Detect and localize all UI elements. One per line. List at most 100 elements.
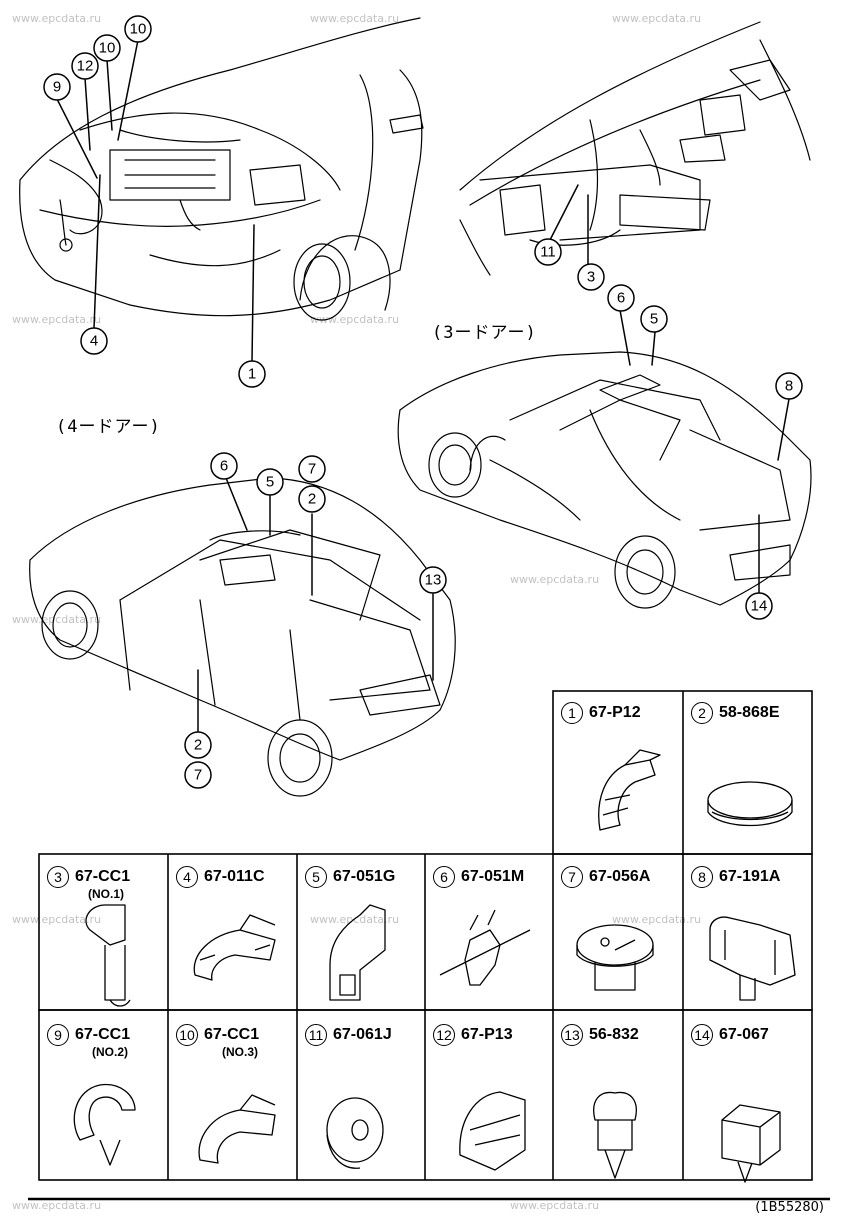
parts-table-grid [28, 690, 830, 1201]
clip-67-cc1-no3-illustration [198, 1094, 276, 1164]
clip-67-191a-illustration [709, 916, 796, 1001]
part-cell-1: 1 67-P12 [561, 702, 641, 724]
part-code: 67-P12 [589, 704, 641, 721]
part-number-3: 3 [47, 866, 69, 888]
part-code: 67-067 [719, 1026, 769, 1043]
clip-67-067-illustration [721, 1104, 781, 1183]
part-number-6: 6 [433, 866, 455, 888]
watermark: www.epcdata.ru [310, 12, 400, 25]
figure-code: (1B55280) [755, 1200, 824, 1215]
callout-label: 10 [99, 40, 116, 57]
part-cell-7: 7 67-056A [561, 866, 650, 888]
part-sub-10: (NO.3) [222, 1045, 258, 1059]
callout-label: 7 [308, 461, 316, 478]
callout-13 [419, 566, 447, 594]
callout-14 [745, 592, 773, 620]
part-code: 67-056A [589, 868, 651, 885]
callout-6 [607, 284, 635, 312]
callout-7 [298, 455, 326, 483]
watermark: www.epcdata.ru [612, 12, 702, 25]
clip-67-cc1-no1-illustration [85, 904, 131, 1007]
part-number-9: 9 [47, 1024, 69, 1046]
watermark: www.epcdata.ru [612, 913, 702, 926]
callout-label: 4 [90, 333, 98, 350]
callout-label: 9 [53, 79, 61, 96]
callout-1 [238, 360, 266, 388]
part-code: 67-051G [333, 868, 396, 885]
callout-11 [534, 238, 562, 266]
dashboard-drawing [459, 21, 811, 276]
callout-label: 14 [751, 598, 768, 615]
front-car-drawing [19, 17, 424, 321]
callout-label: 3 [587, 269, 595, 286]
leader-lines [56, 39, 790, 732]
clip-67-p12-illustration [598, 749, 661, 831]
watermark: www.epcdata.ru [12, 12, 102, 25]
callout-6 [210, 452, 238, 480]
callout-3 [577, 263, 605, 291]
callout-10 [124, 15, 152, 43]
callout-label: 8 [785, 378, 793, 395]
clip-67-cc1-no2-illustration [73, 1083, 136, 1166]
part-code: 67-CC1 [204, 1026, 260, 1043]
part-cell-2: 2 58-868E [691, 702, 780, 724]
part-number-7: 7 [561, 866, 583, 888]
part-number-14: 14 [691, 1024, 713, 1046]
part-number-5: 5 [305, 866, 327, 888]
callout-label: 6 [220, 458, 228, 475]
callout-label: 5 [650, 311, 658, 328]
clip-56-832-illustration [593, 1091, 637, 1179]
part-number-8: 8 [691, 866, 713, 888]
part-code: 67-051M [461, 868, 525, 885]
part-code: 67-CC1 [75, 868, 131, 885]
watermark: www.epcdata.ru [510, 573, 600, 586]
part-number-13: 13 [561, 1024, 583, 1046]
callout-label: 2 [308, 491, 316, 508]
callout-label: 12 [77, 58, 94, 75]
callout-4 [80, 327, 108, 355]
callout-7 [184, 761, 212, 789]
part-cell-4: 4 67-011C [176, 866, 265, 888]
callout-label: 7 [194, 767, 202, 784]
callout-label: 6 [617, 290, 625, 307]
callout-label: 13 [425, 572, 442, 589]
part-number-1: 1 [561, 702, 583, 724]
part-number-10: 10 [176, 1024, 198, 1046]
part-number-4: 4 [176, 866, 198, 888]
part-cell-5: 5 67-051G [305, 866, 395, 888]
part-number-2: 2 [691, 702, 713, 724]
part-number-11: 11 [305, 1024, 327, 1046]
clip-67-051g-illustration [329, 904, 386, 1001]
three-door-car-drawing [397, 351, 812, 609]
callout-12 [71, 52, 99, 80]
clip-67-051m-illustration [439, 909, 531, 986]
callout-10 [93, 34, 121, 62]
part-sub-9: (NO.2) [92, 1045, 128, 1059]
callout-2 [184, 731, 212, 759]
watermark: www.epcdata.ru [510, 1199, 600, 1212]
callout-9 [43, 73, 71, 101]
part-code: 67-P13 [461, 1026, 513, 1043]
watermark: www.epcdata.ru [12, 913, 102, 926]
four-door-label: (4ードアー) [56, 417, 161, 437]
callout-label: 10 [130, 21, 147, 38]
callout-5 [640, 305, 668, 333]
clip-67-056a-illustration [576, 924, 654, 991]
callout-label: 11 [540, 244, 556, 261]
clip-67-p13-illustration [459, 1091, 526, 1171]
part-code: 58-868E [719, 704, 780, 721]
part-cell-3: 3 67-CC1 [47, 866, 130, 888]
callout-8 [775, 372, 803, 400]
part-cell-10: 10 67-CC1 [176, 1024, 259, 1046]
three-door-label: (3ードアー) [432, 323, 537, 343]
grommet-67-061j-illustration [326, 1097, 384, 1169]
part-code: 67-011C [204, 868, 265, 885]
part-sub-3: (NO.1) [88, 887, 124, 901]
watermark: www.epcdata.ru [12, 313, 102, 326]
watermark: www.epcdata.ru [310, 313, 400, 326]
